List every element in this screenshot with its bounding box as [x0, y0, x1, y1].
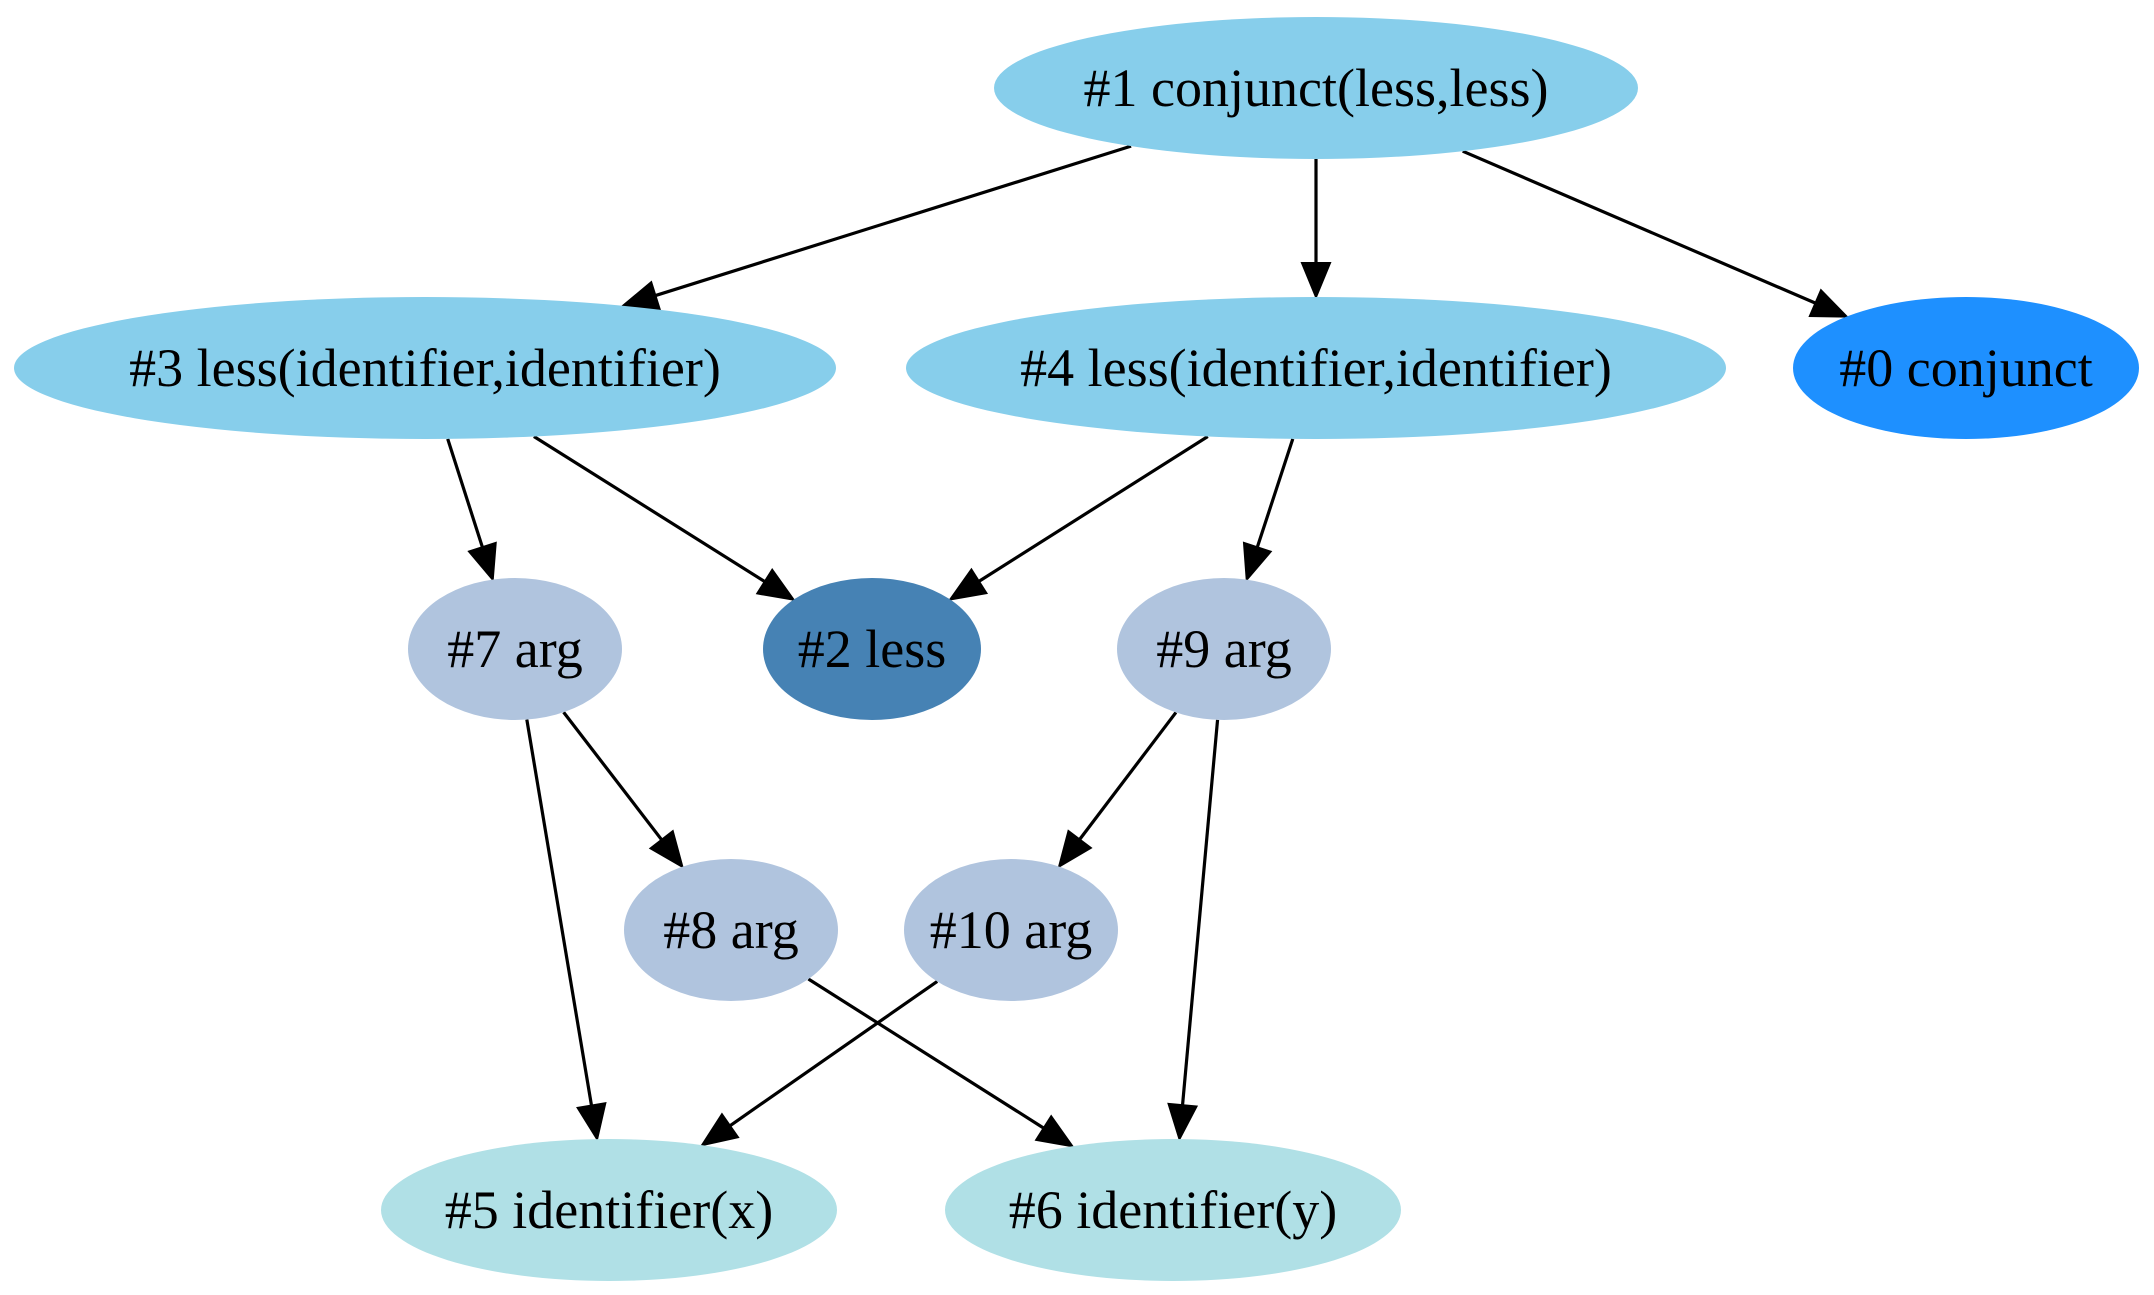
edge-line	[446, 438, 484, 548]
arrowhead-icon	[1034, 1114, 1075, 1148]
node-label: #1 conjunct(less,less)	[1084, 58, 1549, 118]
node-n2: #2 less	[763, 578, 981, 720]
edge-line	[978, 435, 1209, 583]
edge-n3-n7	[446, 438, 497, 583]
edge-line	[562, 711, 663, 841]
edge-n7-n5	[525, 719, 607, 1142]
arrowhead-icon	[467, 541, 497, 583]
arrowhead-icon	[648, 829, 684, 869]
node-n6: #6 identifier(y)	[945, 1139, 1401, 1281]
node-label: #3 less(identifier,identifier)	[129, 338, 721, 398]
node-ellipse	[624, 859, 838, 1001]
node-label: #8 arg	[663, 900, 798, 960]
node-n0: #0 conjunct	[1793, 297, 2139, 439]
edge-line	[1462, 149, 1817, 305]
edges-layer	[446, 144, 1850, 1148]
node-n7: #7 arg	[408, 578, 622, 720]
edge-n4-n9	[1242, 438, 1295, 583]
node-ellipse	[14, 297, 836, 439]
edge-n9-n6	[1167, 719, 1220, 1142]
edge-n7-n8	[562, 711, 684, 869]
edge-n1-n0	[1462, 149, 1850, 318]
edge-n8-n6	[807, 977, 1075, 1148]
edge-line	[1180, 719, 1220, 1106]
nodes-layer: #1 conjunct(less,less) #3 less(identifier…	[14, 17, 2139, 1281]
node-ellipse	[904, 859, 1118, 1001]
edge-n1-n3	[620, 144, 1132, 311]
node-n10: #10 arg	[904, 859, 1118, 1001]
arrowhead-icon	[1167, 1102, 1199, 1142]
edge-line	[729, 980, 939, 1128]
arrowhead-icon	[755, 567, 796, 602]
edge-n3-n2	[533, 435, 796, 602]
node-label: #7 arg	[447, 619, 582, 679]
arrowhead-icon	[1300, 262, 1332, 300]
node-n8: #8 arg	[624, 859, 838, 1001]
edge-line	[1078, 711, 1178, 841]
arrowhead-icon	[699, 1112, 740, 1147]
node-ellipse	[763, 578, 981, 720]
edge-n9-n10	[1057, 711, 1178, 869]
edge-line	[525, 719, 594, 1106]
edge-n1-n4	[1300, 159, 1332, 300]
node-ellipse	[1793, 297, 2139, 439]
node-ellipse	[381, 1139, 837, 1281]
node-ellipse	[994, 17, 1638, 159]
node-n1: #1 conjunct(less,less)	[994, 17, 1638, 159]
node-label: #5 identifier(x)	[445, 1180, 773, 1240]
edge-line	[533, 435, 766, 583]
node-label: #0 conjunct	[1839, 338, 2092, 398]
node-label: #9 arg	[1156, 619, 1291, 679]
arrowhead-icon	[576, 1102, 607, 1142]
edge-n10-n5	[699, 980, 939, 1147]
arrowhead-icon	[1242, 541, 1273, 583]
node-label: #10 arg	[930, 900, 1092, 960]
arrowhead-icon	[947, 567, 989, 601]
node-n4: #4 less(identifier,identifier)	[906, 297, 1726, 439]
node-ellipse	[945, 1139, 1401, 1281]
node-label: #2 less	[798, 619, 947, 679]
node-label: #4 less(identifier,identifier)	[1020, 338, 1612, 398]
arrowhead-icon	[1808, 288, 1850, 318]
node-n5: #5 identifier(x)	[381, 1139, 837, 1281]
node-ellipse	[408, 578, 622, 720]
edge-n4-n2	[947, 435, 1209, 601]
node-ellipse	[906, 297, 1726, 439]
edge-line	[1255, 438, 1295, 548]
edge-line	[654, 144, 1132, 298]
node-n9: #9 arg	[1117, 578, 1331, 720]
node-ellipse	[1117, 578, 1331, 720]
arrowhead-icon	[620, 280, 662, 311]
node-n3: #3 less(identifier,identifier)	[14, 297, 836, 439]
edge-line	[807, 977, 1045, 1130]
node-label: #6 identifier(y)	[1009, 1180, 1337, 1240]
arrowhead-icon	[1057, 829, 1093, 869]
